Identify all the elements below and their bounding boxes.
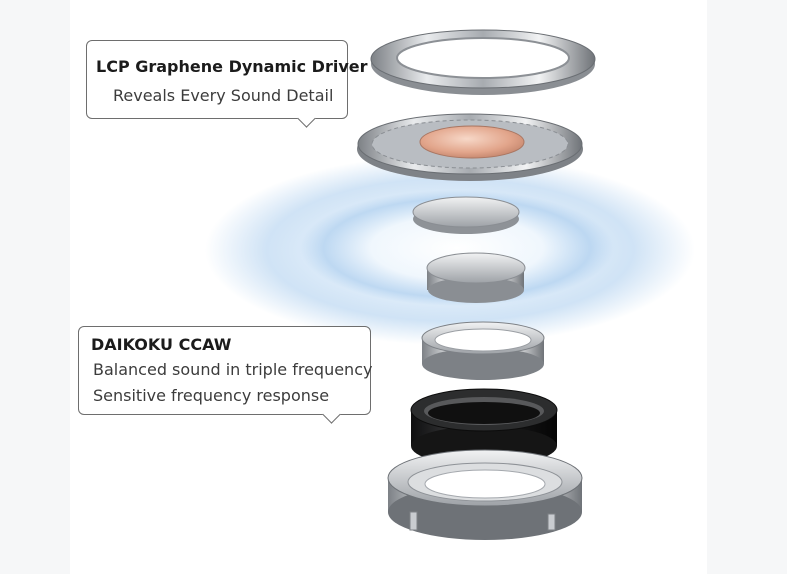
driver-callout: LCP Graphene Dynamic Driver Reveals Ever… xyxy=(86,40,368,128)
product-stage: LCP Graphene Dynamic Driver Reveals Ever… xyxy=(70,0,707,574)
coil-callout-title: DAIKOKU CCAW xyxy=(91,335,232,354)
driver-housing xyxy=(387,449,583,540)
top-metal-ring xyxy=(370,29,596,95)
sound-wave-glow-inner xyxy=(300,190,614,306)
exploded-driver-illustration xyxy=(205,29,695,540)
coil-callout-line-2: Sensitive frequency response xyxy=(93,386,330,405)
driver-callout-subtitle: Reveals Every Sound Detail xyxy=(113,86,334,105)
graphene-diaphragm xyxy=(357,113,583,181)
magnet-plate xyxy=(412,196,520,234)
ccaw-voice-coil xyxy=(421,321,545,380)
coil-callout-line-1: Balanced sound in triple frequency xyxy=(93,360,373,379)
neodymium-magnet xyxy=(426,252,526,303)
driver-callout-title: LCP Graphene Dynamic Driver xyxy=(96,57,368,76)
coil-callout: DAIKOKU CCAW Balanced sound in triple fr… xyxy=(78,326,373,424)
